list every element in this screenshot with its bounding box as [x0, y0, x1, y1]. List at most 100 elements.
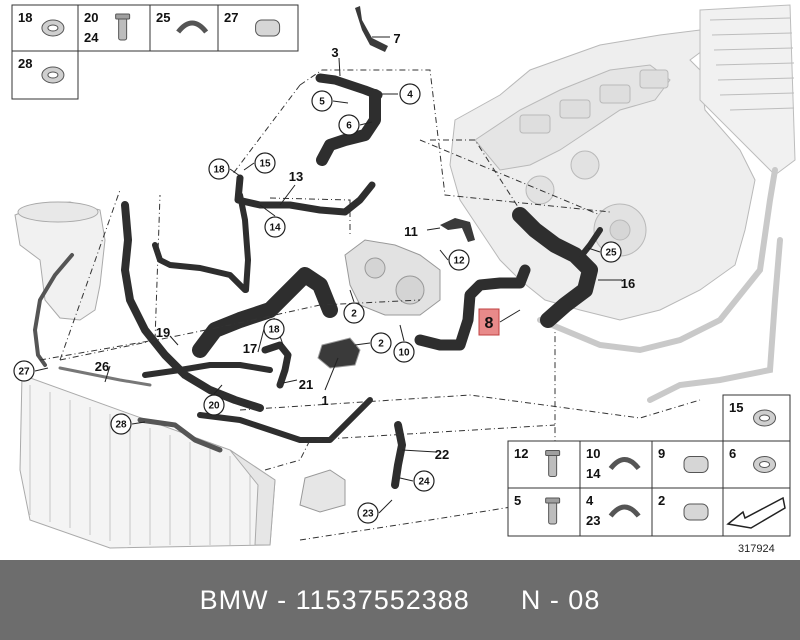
part-icon	[548, 452, 558, 477]
callout-number: 2	[378, 339, 384, 350]
callout-number: 4	[407, 90, 413, 101]
return-pipe	[537, 167, 783, 403]
callout-number: 15	[259, 159, 271, 170]
legend-label: 5	[514, 493, 521, 508]
highlight-number: 8	[485, 315, 494, 332]
callout-circle	[311, 90, 333, 112]
legend-cell: 12	[507, 440, 581, 489]
callout-number: 10	[398, 348, 410, 359]
legend-label: 10	[586, 446, 600, 461]
part-icon-head	[545, 497, 561, 504]
part-icon	[608, 457, 641, 471]
bracket-11	[440, 218, 475, 242]
part-icon-head	[545, 450, 561, 456]
part-icon-hole	[759, 461, 771, 468]
part-callout: 22	[435, 447, 449, 462]
part-callout-circled: 14	[264, 216, 286, 238]
part-callout: 1	[321, 393, 328, 408]
hoses	[33, 73, 603, 489]
callout-number: 2	[351, 309, 357, 320]
bracket-7	[355, 6, 388, 52]
radiator	[19, 374, 276, 549]
callout-number: 12	[453, 256, 465, 267]
part-callout-circled: 2	[370, 332, 392, 354]
legend-label: 27	[224, 10, 238, 25]
highlighted-part-callout: 8	[478, 308, 500, 336]
part-callout: 11	[404, 224, 418, 239]
callout-number: 18	[213, 165, 225, 176]
part-callout-circled: 27	[13, 360, 35, 382]
legend-cell: 25	[149, 4, 219, 52]
part-icon	[608, 504, 641, 518]
legend-cell-box	[507, 440, 581, 489]
legend-cell: 6	[722, 440, 791, 489]
footer-part-number: BMW - 11537552388 N - 08	[199, 584, 601, 615]
callout-circle	[448, 249, 470, 271]
legend-cell: 9	[651, 440, 724, 489]
part-icon-hole	[47, 71, 59, 79]
legend-label: 23	[586, 513, 600, 528]
part-icon	[118, 15, 128, 41]
callout-number: 28	[115, 420, 127, 431]
part-callout-circled: 2	[343, 302, 365, 324]
callout-circle	[264, 216, 286, 238]
callout-number: 6	[346, 121, 352, 132]
thermostat-housing	[299, 239, 441, 513]
legend-label: 18	[18, 10, 32, 25]
legend-label: 14	[586, 466, 601, 481]
callout-circle	[413, 470, 435, 492]
callout-circle	[370, 332, 392, 354]
part-callout: 13	[289, 169, 303, 184]
legend-label: 12	[514, 446, 528, 461]
legend-label: 2	[658, 493, 665, 508]
leader-lines	[39, 69, 701, 541]
part-callout: 26	[95, 359, 109, 374]
callout-circle	[208, 158, 230, 180]
legend-cell: 2	[651, 487, 724, 537]
legend-cell: 27	[217, 4, 299, 52]
footer-bar: BMW - 11537552388 N - 08	[0, 560, 800, 640]
callout-number: 20	[208, 401, 220, 412]
legend-cell: 18	[11, 4, 79, 52]
part-callout-circled: 18	[208, 158, 230, 180]
legend-label: 28	[18, 56, 32, 71]
callout-number: 25	[605, 248, 617, 259]
legend-cell: 5	[507, 487, 581, 537]
part-icon-head	[115, 13, 131, 20]
legend-label: 9	[658, 446, 665, 461]
part-callout-circled: 25	[600, 241, 622, 263]
part-icon	[683, 456, 709, 473]
part-callout-circled: 10	[393, 341, 415, 363]
legend-label: 15	[729, 400, 743, 415]
part-icon-hole	[47, 24, 59, 32]
callout-circle	[600, 241, 622, 263]
callout-number: 27	[18, 367, 30, 378]
part-callout: 7	[393, 31, 400, 46]
legend-cell: 423	[579, 487, 653, 537]
legend-cell-box	[77, 4, 151, 52]
part-callout-circled: 23	[357, 502, 379, 524]
callout-number: 14	[269, 223, 281, 234]
part-callout: 19	[156, 325, 170, 340]
callout-number: 24	[418, 477, 430, 488]
callout-circle	[399, 83, 421, 105]
callout-circle	[357, 502, 379, 524]
part-icon-hole	[759, 414, 771, 422]
legend-label: 25	[156, 10, 170, 25]
part-callout-circled: 20	[203, 394, 225, 416]
legend-cell-box	[507, 487, 581, 537]
part-callout-circled: 15	[254, 152, 276, 174]
part-callout: 3	[331, 45, 338, 60]
callout-circle	[393, 341, 415, 363]
arrow-icon	[726, 496, 786, 529]
diagram-code: 317924	[738, 543, 775, 555]
callout-number: 18	[268, 325, 280, 336]
part-callout-circled: 28	[110, 413, 132, 435]
part-callout-circled: 6	[338, 114, 360, 136]
part-callout-circled: 4	[399, 83, 421, 105]
